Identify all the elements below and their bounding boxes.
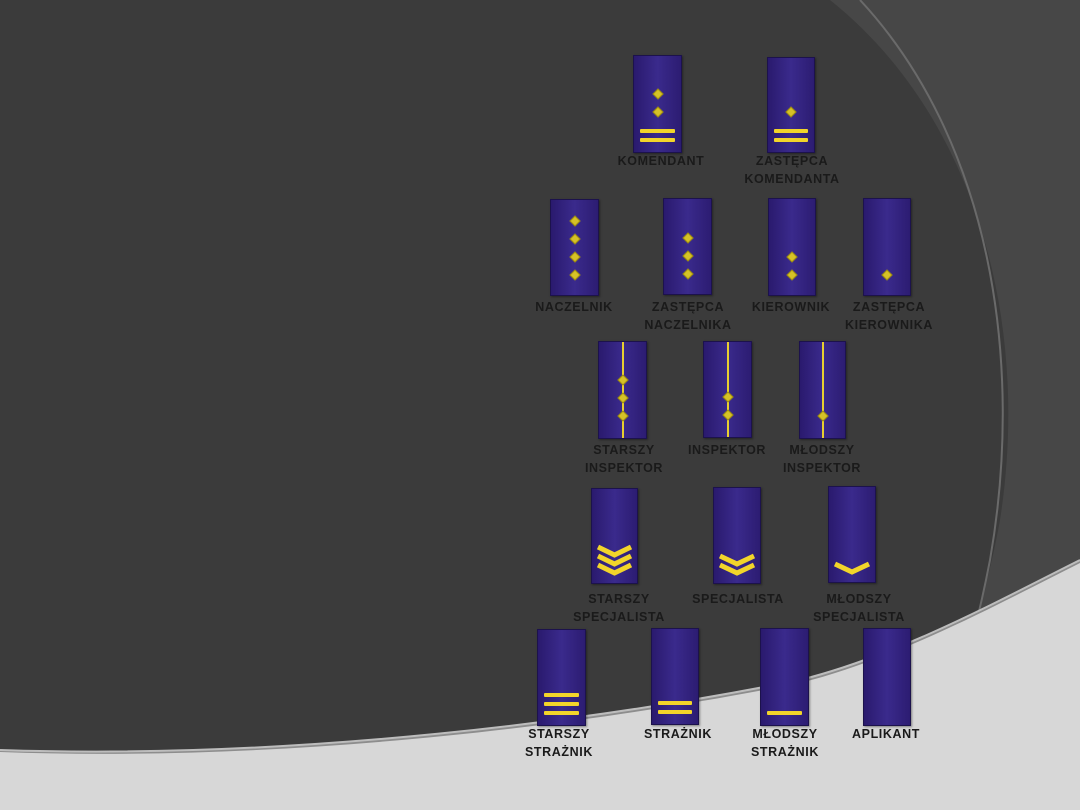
rank-label-komendant: KOMENDANT [617, 154, 705, 168]
rank-label-zastepca-komendanta: ZASTĘPCA KOMENDANTA [744, 154, 840, 186]
braid-stripe [726, 342, 729, 437]
rank-label-starszy-inspektor: STARSZY INSPEKTOR [584, 443, 664, 475]
star-icon [568, 251, 581, 263]
stripe-bar [544, 702, 579, 706]
star-icon [568, 215, 581, 227]
star-icon [651, 106, 664, 118]
stripe-bar [658, 701, 692, 705]
epaulette-specjalista [713, 487, 761, 584]
epaulette-inspektor [703, 341, 752, 438]
epaulette-straznik [651, 628, 699, 725]
epaulette-starszy-straznik [537, 629, 586, 726]
stripe-bar [544, 693, 579, 697]
star-icon [721, 391, 734, 403]
stripe-bar [640, 138, 675, 142]
rank-label-mlodszy-specjalista: MŁODSZY SPECJALISTA [813, 592, 905, 624]
epaulette-aplikant [863, 628, 911, 726]
braid-stripe [621, 342, 624, 438]
star-icon [568, 233, 581, 245]
stripe-bar [544, 711, 579, 715]
stripe-bar [774, 138, 808, 142]
chevron-stripe [596, 562, 633, 576]
braid-stripe [821, 342, 824, 438]
epaulette-komendant [633, 55, 682, 153]
chevron-stripe [596, 544, 633, 558]
star-icon [721, 409, 734, 421]
chevron-insignia [718, 553, 756, 576]
epaulette-zastepca-naczelnika [663, 198, 712, 295]
epaulette-starszy-inspektor [598, 341, 647, 439]
star-icon [785, 106, 797, 118]
rank-label-zastepca-kierownika: ZASTĘPCA KIEROWNIKA [845, 300, 933, 332]
rank-label-zastepca-naczelnika: ZASTĘPCA NACZELNIKA [644, 300, 732, 332]
epaulette-naczelnik [550, 199, 599, 296]
star-icon [681, 268, 694, 280]
epaulette-mlodszy-inspektor [799, 341, 846, 439]
star-icon [651, 88, 664, 100]
epaulette-mlodszy-specjalista [828, 486, 876, 583]
rank-label-kierownik: KIEROWNIK [751, 300, 831, 314]
epaulette-mlodszy-straznik [760, 628, 809, 726]
stripe-bar [658, 710, 692, 714]
chevron-stripe [718, 553, 756, 567]
epaulette-kierownik [768, 198, 816, 296]
rank-label-mlodszy-inspektor: MŁODSZY INSPEKTOR [782, 443, 862, 475]
epaulette-zastepca-komendanta [767, 57, 815, 153]
stripe-bar [767, 711, 802, 715]
rank-label-starszy-specjalista: STARSZY SPECJALISTA [573, 592, 665, 624]
chevron-insignia [596, 544, 633, 576]
rank-label-naczelnik: NACZELNIK [535, 300, 613, 314]
epaulette-zastepca-kierownika [863, 198, 911, 296]
star-icon [881, 269, 893, 281]
rank-label-aplikant: APLIKANT [852, 727, 920, 741]
chevron-stripe [718, 562, 756, 576]
chevron-stripe [596, 553, 633, 567]
star-icon [816, 410, 829, 422]
rank-label-inspektor: INSPEKTOR [687, 443, 767, 457]
star-icon [786, 269, 798, 281]
star-icon [616, 410, 629, 422]
rank-label-straznik: STRAŻNIK [644, 727, 712, 741]
chevron-stripe [833, 561, 871, 575]
star-icon [616, 392, 629, 404]
chevron-insignia [833, 561, 871, 575]
star-icon [616, 374, 629, 386]
star-icon [681, 250, 694, 262]
rank-label-mlodszy-straznik: MŁODSZY STRAŻNIK [751, 727, 819, 759]
star-icon [786, 251, 798, 263]
stripe-bar [774, 129, 808, 133]
rank-label-starszy-straznik: STARSZY STRAŻNIK [525, 727, 593, 759]
star-icon [568, 269, 581, 281]
rank-label-specjalista: SPECJALISTA [692, 592, 784, 606]
star-icon [681, 232, 694, 244]
stripe-bar [640, 129, 675, 133]
epaulette-starszy-specjalista [591, 488, 638, 584]
